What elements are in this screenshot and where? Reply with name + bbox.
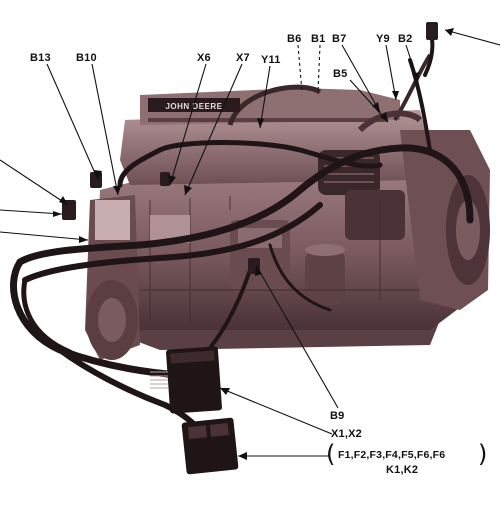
callout-b1: B1 (311, 33, 326, 45)
leader-b9 (255, 264, 339, 409)
leader-left-1 (0, 159, 69, 206)
callout-k1k2: K1,K2 (386, 464, 419, 476)
leader-b10 (91, 63, 119, 196)
leader-top-right (444, 29, 500, 46)
callout-b13: B13 (30, 52, 51, 64)
callout-b10: B10 (76, 52, 97, 64)
control-unit (150, 346, 222, 414)
leader-x7 (184, 63, 243, 196)
leader-b7 (341, 44, 381, 113)
connector-left-group (62, 172, 260, 274)
callout-x6: X6 (197, 52, 211, 64)
fuse-relay-box (181, 417, 239, 475)
callout-b5: B5 (333, 68, 348, 80)
bracket-close: ) (478, 440, 488, 468)
leader-y9 (385, 44, 397, 101)
callout-x1x2: X1,X2 (331, 428, 362, 440)
engine-block (85, 53, 490, 360)
callout-y11: Y11 (261, 54, 281, 66)
leader-x6 (169, 63, 207, 186)
callout-b2: B2 (398, 33, 413, 45)
leader-left-3 (0, 231, 89, 241)
arrowheads (53, 28, 454, 460)
leader-b6 (297, 44, 303, 93)
callout-b6: B6 (287, 33, 302, 45)
leader-b13 (46, 63, 99, 181)
leader-x1x2 (219, 387, 333, 435)
leader-y11 (259, 65, 271, 129)
leader-left-2 (0, 209, 63, 215)
leader-lines (0, 29, 500, 457)
bracket-open: ( (326, 440, 336, 468)
callout-y9: Y9 (376, 33, 390, 45)
callout-b7: B7 (332, 33, 347, 45)
callout-fuses: F1,F2,F3,F4,F5,F6,F6 (338, 449, 446, 461)
callout-b9: B9 (330, 410, 345, 422)
leader-b5 (349, 79, 389, 123)
connector-top-right (426, 22, 438, 40)
leader-b1 (317, 44, 321, 93)
callout-x7: X7 (236, 52, 250, 64)
